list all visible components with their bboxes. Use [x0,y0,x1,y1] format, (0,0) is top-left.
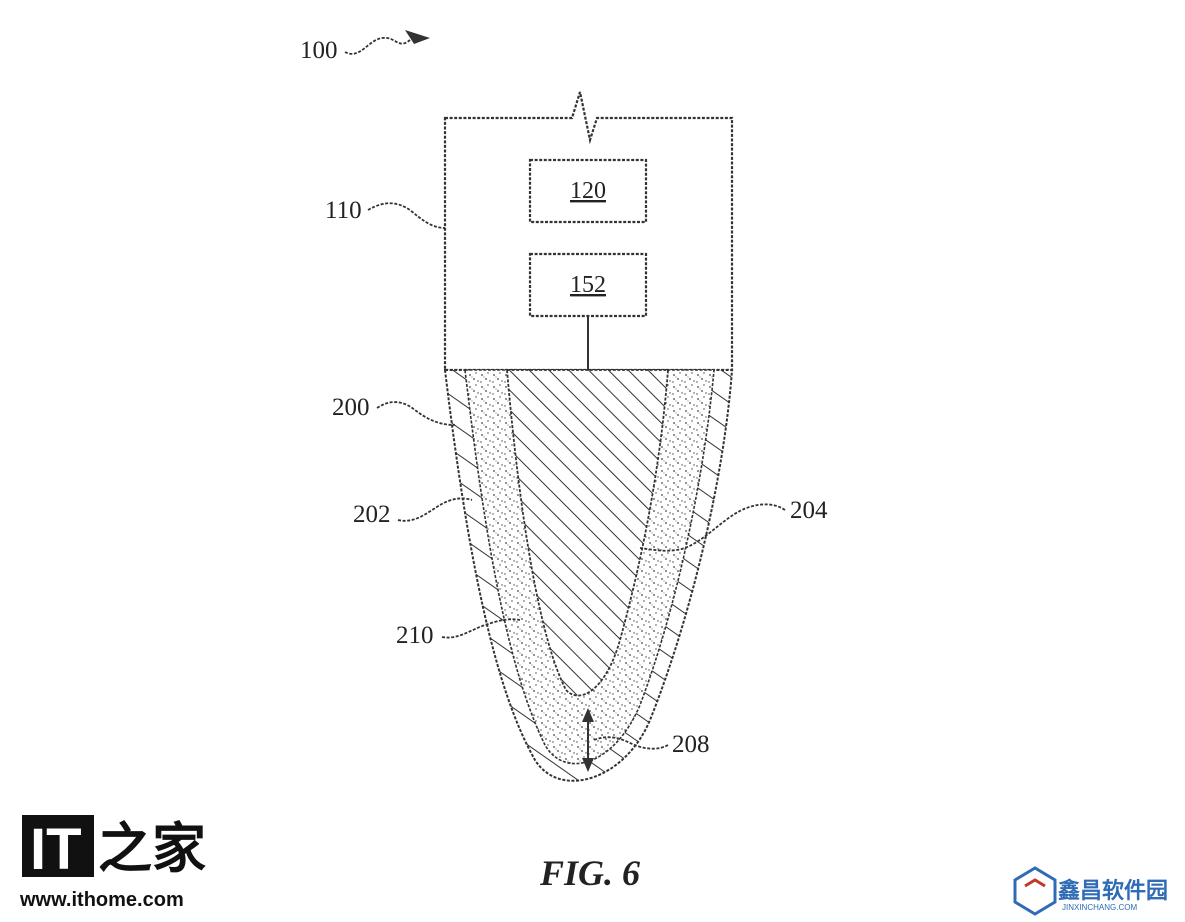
jinchang-url: JINXINCHANG.COM [1062,903,1137,912]
inner-core-204 [506,369,669,697]
ithome-logo-cn: 之家 [98,817,206,880]
jinchang-name: 鑫昌软件园 [1058,878,1168,904]
ref-label-202: 202 [353,501,391,528]
leader-line-110 [367,202,446,229]
ithome-logo-block [22,815,94,877]
ref-label-204: 204 [790,497,828,524]
ref-label-110: 110 [325,197,362,224]
ref-label-208: 208 [672,731,710,758]
arrow-down-icon [582,758,594,772]
ref-label-152: 152 [570,272,606,298]
arrow-up-icon [582,708,594,722]
figure-caption: FIG. 6 [539,853,640,893]
jinchang-logo-icon [1013,866,1057,916]
ref-label-200: 200 [332,394,370,421]
ref-label-100: 100 [300,37,338,64]
jinchang-watermark: 鑫昌软件园 JINXINCHANG.COM [1013,866,1168,916]
leader-line-208 [593,736,669,750]
ithome-url: www.ithome.com [19,889,184,911]
ithome-watermark: IT 之家 www.ithome.com [19,815,206,911]
leader-line-100 [344,37,411,55]
leader-line-200 [376,401,456,426]
component-box-120 [528,158,648,224]
jinchang-logo-accent-icon [1024,878,1046,888]
leader-line-202 [397,497,473,522]
housing-110 [443,91,734,372]
ithome-logo-it: IT [30,817,82,882]
arrowhead-100-icon [405,30,430,44]
ref-label-210: 210 [396,622,434,649]
leader-line-204 [639,503,786,552]
ref-label-120: 120 [570,178,606,204]
